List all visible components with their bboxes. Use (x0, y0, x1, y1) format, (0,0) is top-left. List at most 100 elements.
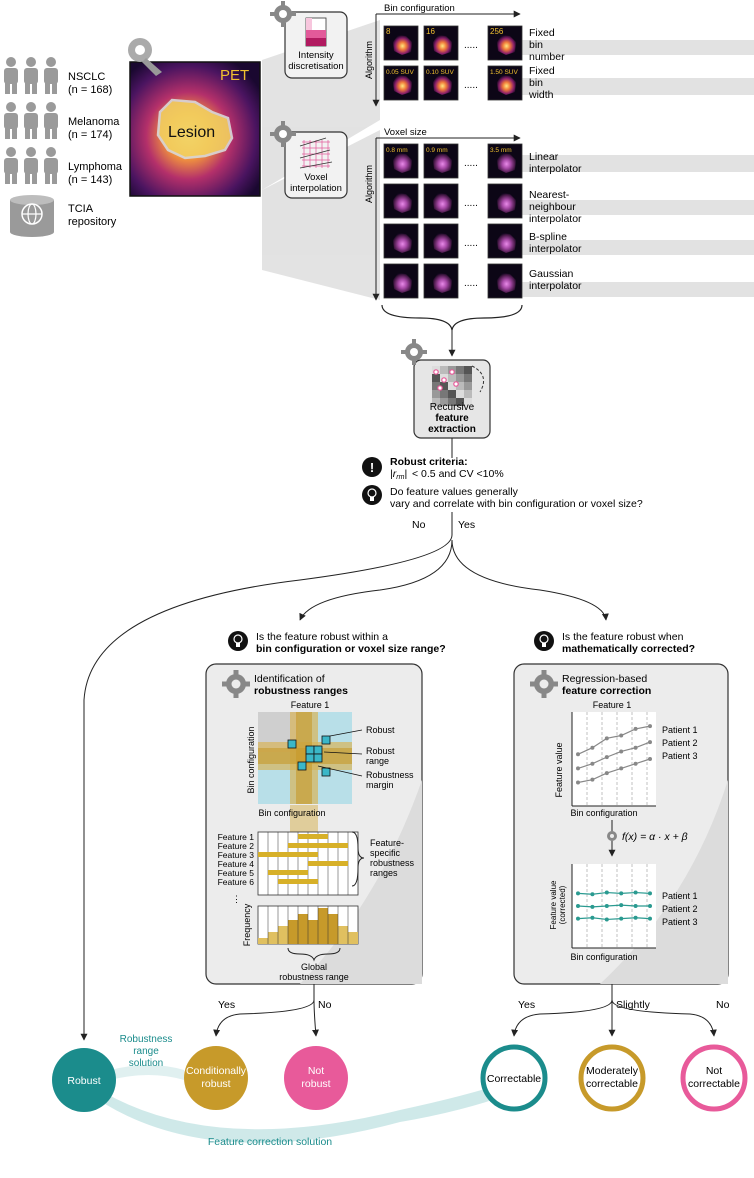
checker-cell (464, 366, 472, 374)
ellipsis: ..... (464, 198, 478, 209)
series-line (577, 904, 650, 908)
notrobust-label-1: Not (308, 1065, 324, 1077)
lesion-label: Lesion (168, 124, 215, 141)
checker-cell (440, 366, 448, 374)
right-no-arrow (611, 999, 717, 1037)
interp-tile (383, 183, 419, 219)
series-point (604, 917, 609, 922)
nn-interp-2: neighbour (529, 201, 576, 213)
interp-tile: 0.9 mm (423, 143, 459, 179)
global-label-1: Global (301, 962, 327, 972)
tile-label: 8 (386, 27, 391, 36)
range-solution-3: solution (129, 1058, 163, 1069)
checker-cell (456, 366, 464, 374)
series-point (604, 904, 609, 908)
series-point (633, 726, 638, 731)
question-main-1: Do feature values generally (390, 486, 519, 498)
series-point (604, 890, 609, 895)
discretisation-label-1: Intensity (298, 50, 334, 61)
criteria-text: < 0.5 and CV <10% (412, 468, 504, 480)
checker-cell (448, 398, 456, 406)
series-point (576, 891, 580, 896)
histogram-bar (298, 914, 308, 944)
series-point (619, 916, 624, 921)
reg2-patient2: Patient 2 (662, 904, 698, 914)
series-point (648, 891, 652, 896)
disc-tile: 16 (423, 25, 459, 61)
lightbulb-icon (228, 631, 248, 651)
extraction-line2: feature (435, 413, 469, 424)
histogram-bar (328, 914, 338, 944)
algorithm-axis-label-1: Algorithm (364, 41, 374, 79)
branch-yes-label: Yes (458, 519, 475, 531)
interp-tile (423, 223, 459, 259)
interp-tile: 0.8 mm (383, 143, 419, 179)
sample-point (437, 385, 443, 391)
ellipsis: ..... (464, 80, 478, 91)
series-point (604, 771, 609, 776)
interpolation-label-2: interpolation (290, 183, 342, 194)
right-yes-label: Yes (518, 999, 535, 1011)
feature-label: Feature 5 (218, 868, 255, 878)
range-solution-1: Robustness (120, 1034, 173, 1045)
gear-icon (270, 121, 296, 147)
criteria-r: |rrm| (390, 468, 407, 481)
interp-tile (487, 183, 523, 219)
feature-brace (351, 831, 365, 887)
feature-note-1: Feature- (370, 838, 404, 848)
gaussian-interp-1: Gaussian (529, 268, 574, 280)
series-point (619, 749, 624, 754)
reg2-ylabel-2: (corrected) (558, 885, 567, 924)
reg2-patient1: Patient 1 (662, 891, 698, 901)
matrix-feature1-label: Feature 1 (291, 700, 330, 710)
no-arrow (80, 512, 453, 1041)
feature-note-2: specific (370, 848, 401, 858)
not-robust-circle (284, 1046, 348, 1110)
series-line (577, 725, 651, 755)
tile-label: 16 (426, 27, 435, 36)
checker-cell (448, 390, 456, 398)
left-question-2: bin configuration or voxel size range? (256, 643, 446, 655)
moderately-correctable-circle (578, 1044, 646, 1112)
exclamation-icon: ! (362, 457, 382, 477)
correction-solution-label: Feature correction solution (208, 1136, 332, 1148)
feature-range-bar (288, 843, 348, 848)
plot-area (572, 712, 656, 806)
checker-cell (440, 390, 448, 398)
checker-cell (456, 382, 464, 390)
annot-robust-range-1: Robust (366, 746, 395, 756)
gear-icon (607, 831, 617, 841)
interp-tile (383, 263, 419, 299)
cond-label-2: robust (201, 1078, 230, 1090)
nn-interp-3: interpolator (529, 213, 582, 225)
feature-label: Feature 4 (218, 859, 255, 869)
series-point (648, 740, 652, 745)
ellipsis: ..... (464, 158, 478, 169)
feature-label: Feature 6 (218, 877, 255, 887)
yes-left-arrow (299, 539, 453, 621)
sample-point (449, 369, 455, 375)
series-point (590, 892, 595, 897)
fixed-bin-width-1: Fixed (529, 65, 555, 77)
reg2-xlabel: Bin configuration (570, 952, 637, 962)
histogram-bar (278, 926, 288, 944)
series-point (648, 916, 652, 921)
annot-robust-range-2: range (366, 756, 389, 766)
extraction-line3: extraction (428, 424, 476, 435)
fixed-bin-number-3: number (529, 51, 565, 63)
discretisation-label-2: discretisation (288, 61, 343, 72)
series-point (576, 904, 580, 908)
fixed-bin-width-3: width (528, 89, 554, 101)
series-line (577, 758, 651, 784)
histogram-bar (288, 920, 298, 944)
sample-point (433, 369, 439, 375)
magnifier-icon (128, 38, 162, 76)
checker-cell (464, 398, 472, 406)
robust-circle (52, 1048, 116, 1112)
global-label-2: robustness range (279, 972, 349, 982)
histogram-bar (258, 938, 268, 944)
series-point (590, 777, 595, 782)
feature-label: Feature 3 (218, 850, 255, 860)
series-line (577, 741, 651, 769)
